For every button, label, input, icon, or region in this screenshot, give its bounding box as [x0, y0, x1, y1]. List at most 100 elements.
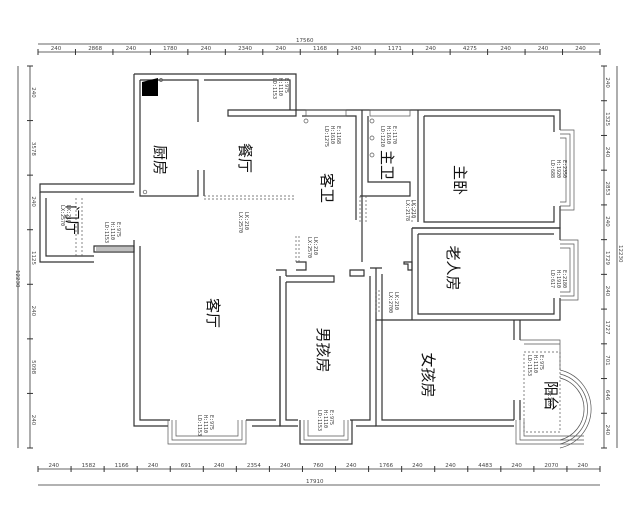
room-label: 女孩房 — [419, 352, 437, 397]
room-label: 主卫 — [378, 150, 396, 180]
dimension-label: 240 — [201, 46, 212, 52]
dimension-note: LX:2570 — [237, 212, 243, 233]
left-segment-labels: 240 3578 240 1125 240 5098 240 — [27, 65, 36, 449]
dimension-note: LX:2570 — [59, 205, 65, 226]
dimension-note: E:2180 — [561, 270, 567, 288]
dimension-note: LK:210 — [312, 237, 318, 255]
dimension-label: 240 — [148, 463, 159, 469]
room-labels: 厨房 餐厅客卫 主卫主卧门厅老人房客厅男孩房女孩房阳台 — [63, 143, 560, 411]
dimension-label: 240 — [412, 463, 423, 469]
dimension-label: 240 — [30, 306, 36, 317]
dimension-label: 240 — [577, 463, 588, 469]
dimension-note: LD:1210 — [379, 126, 385, 147]
dimension-note: H:1110 — [322, 410, 328, 428]
dimension-label: 1729 — [604, 251, 610, 265]
dimension-label: 240 — [538, 46, 549, 52]
dimension-label: 1325 — [604, 112, 610, 126]
dimension-note: H:1110 — [202, 415, 208, 433]
dimension-note: E:975 — [283, 78, 289, 93]
bottom-segment-labels: 240 1582 1166 240 691 240 2354 240 760 240 1766 240… — [37, 463, 601, 472]
dimension-label: 240 — [575, 46, 586, 52]
dimension-label: 240 — [350, 46, 361, 52]
dimension-note: H:1920 — [555, 160, 561, 178]
dimension-label: 5098 — [30, 360, 36, 374]
dimension-note: H:1610 — [329, 126, 335, 144]
right-dimensions: 12230 2401325240285324017292401727701646… — [601, 65, 623, 449]
bottom-dimensions: 17910 240 1582 1166 240 691 240 2354 240 760 240 1… — [37, 463, 601, 486]
dimension-note: E:975 — [208, 415, 214, 430]
dimension-label: 240 — [276, 46, 287, 52]
room-label: 主卧 — [451, 165, 469, 195]
dimension-label: 1727 — [604, 320, 610, 334]
dimension-label: 2868 — [88, 46, 102, 52]
dimension-note: LD:1153 — [316, 410, 322, 431]
dimension-label: 2340 — [238, 46, 252, 52]
room-label: 阳台 — [542, 381, 560, 411]
dimension-label: 240 — [30, 196, 36, 207]
dimension-label: 240 — [425, 46, 436, 52]
dimension-label: 240 — [511, 463, 522, 469]
room-label: 门厅 — [63, 205, 81, 235]
dimension-label: 4275 — [463, 46, 477, 52]
dimension-label: 240 — [214, 463, 225, 469]
dimension-label: 1582 — [82, 463, 96, 469]
dimension-label: 691 — [181, 463, 192, 469]
dimension-label: 240 — [604, 425, 610, 436]
dimension-label: 1166 — [115, 463, 129, 469]
dimension-note: LX:2178 — [404, 200, 410, 221]
dimension-label: 240 — [604, 216, 610, 227]
dimension-label: 240 — [346, 463, 357, 469]
dimension-label: 240 — [30, 415, 36, 426]
dimension-label: 240 — [30, 87, 36, 98]
dimension-note: H:1110 — [277, 78, 283, 96]
dimension-note: E:1170 — [391, 126, 397, 144]
dimension-note: LK:210 — [243, 212, 249, 230]
dimension-label: 240 — [126, 46, 137, 52]
dimension-label: 646 — [604, 390, 610, 401]
walls — [39, 73, 592, 449]
dimension-label: 2354 — [247, 463, 261, 469]
room-label: 厨房 — [151, 145, 169, 175]
dimension-label: 1168 — [313, 46, 327, 52]
dimension-label: 2070 — [544, 463, 558, 469]
dimension-note: E:1168 — [335, 126, 341, 144]
dimension-note: LX:2570 — [306, 237, 312, 258]
dimension-label: 1125 — [30, 251, 36, 265]
bottom-total-dim: 17910 — [306, 479, 324, 485]
dimension-note: E:2350 — [561, 160, 567, 178]
dimension-label: 240 — [280, 463, 291, 469]
dimension-note: LD:1153 — [196, 415, 202, 436]
dimension-label: 240 — [49, 463, 60, 469]
dimension-note: LK:210 — [546, 388, 552, 406]
dimension-note: LD:1153 — [526, 355, 532, 376]
dimension-label: 240 — [604, 77, 610, 88]
room-label: 客厅 — [204, 298, 222, 328]
dimension-note: LD:1275 — [323, 126, 329, 147]
right-total-dim: 12230 — [617, 245, 623, 263]
dimension-note: H:1110 — [109, 222, 115, 240]
dimension-note: LK:210 — [65, 205, 71, 223]
dimension-note: LD:617 — [549, 270, 555, 288]
dimension-note: LK:210 — [393, 292, 399, 310]
dimension-label: 4483 — [478, 463, 492, 469]
dimension-label: 1766 — [379, 463, 393, 469]
room-label: 客卫 — [318, 173, 336, 203]
room-label: 老人房 — [444, 245, 462, 290]
dimension-label: 1171 — [388, 46, 402, 52]
room-label: 餐厅 — [236, 143, 254, 173]
dimension-note: E:975 — [115, 222, 121, 237]
dimension-note: LK:210 — [410, 200, 416, 218]
dimension-label: 3578 — [30, 142, 36, 156]
dimension-label: 701 — [604, 355, 610, 366]
dimension-note: E:975 — [538, 355, 544, 370]
dimension-note: LD:688 — [549, 160, 555, 178]
dimension-label: 760 — [313, 463, 324, 469]
dimension-label: 240 — [500, 46, 511, 52]
room-label: 男孩房 — [314, 327, 332, 372]
